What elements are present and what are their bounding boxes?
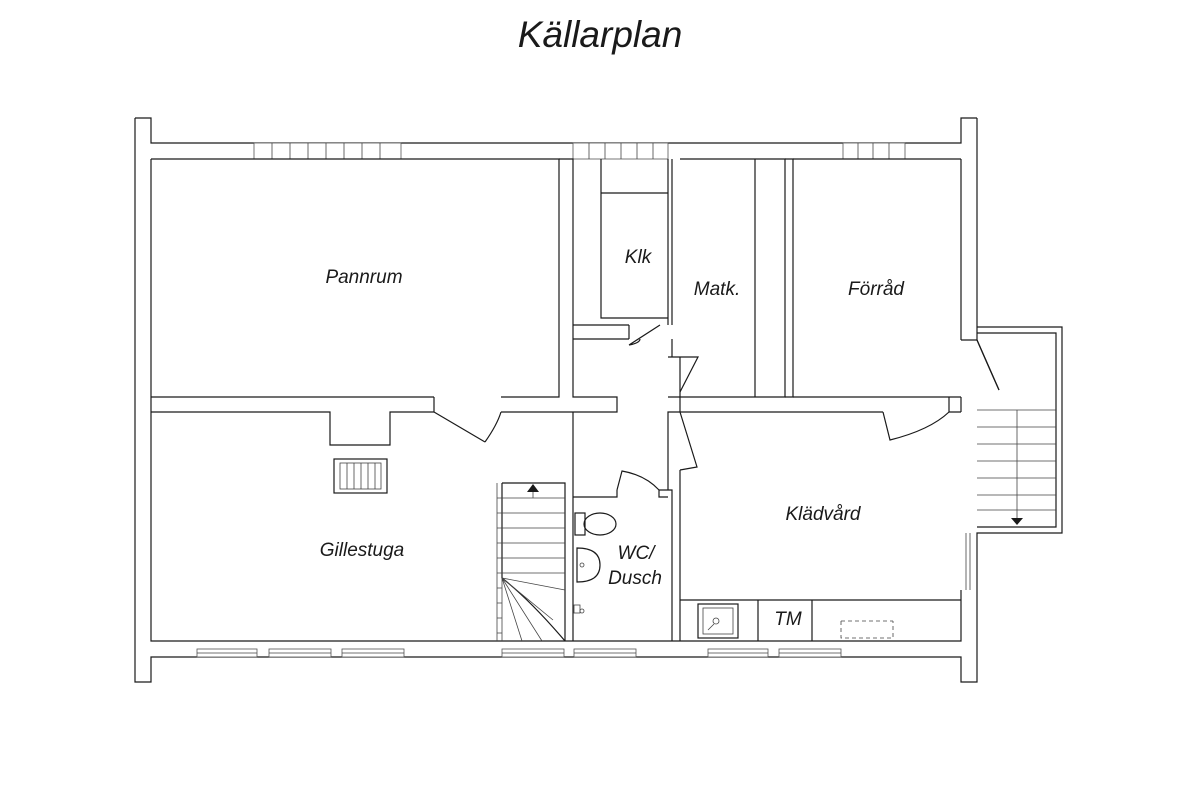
windows-bottom bbox=[196, 648, 842, 658]
label-kladvard: Klädvård bbox=[786, 504, 862, 525]
plan-title: Källarplan bbox=[518, 14, 683, 55]
label-klk: Klk bbox=[625, 247, 653, 268]
stair-up-arrow-icon bbox=[527, 484, 539, 492]
label-forrad: Förråd bbox=[848, 279, 905, 300]
toilet-icon bbox=[574, 512, 617, 536]
label-gillestuga: Gillestuga bbox=[320, 540, 405, 561]
drain-icon bbox=[707, 617, 720, 631]
label-wc-line1: WC/ bbox=[618, 543, 657, 564]
stair-down-arrow-icon bbox=[1011, 518, 1023, 525]
label-tm: TM bbox=[774, 609, 802, 630]
room-forrad bbox=[680, 158, 978, 441]
room-wc bbox=[572, 412, 618, 641]
room-pannrum bbox=[151, 158, 573, 446]
room-matk bbox=[668, 158, 794, 398]
central-walls bbox=[559, 158, 673, 413]
staircase-main bbox=[496, 482, 566, 642]
room-klk bbox=[600, 159, 668, 346]
sink-icon bbox=[576, 547, 601, 583]
shower-icon bbox=[573, 604, 585, 614]
room-labels: Pannrum Klk Matk. Förråd Gillestuga WC/ … bbox=[320, 247, 906, 630]
label-pannrum: Pannrum bbox=[325, 267, 402, 288]
label-wc-line2: Dusch bbox=[608, 568, 662, 589]
fireplace bbox=[333, 458, 388, 494]
staircase-exterior bbox=[965, 326, 1063, 590]
label-matk: Matk. bbox=[694, 279, 740, 300]
hall bbox=[616, 396, 698, 641]
room-kladvard bbox=[679, 470, 961, 641]
windows-top bbox=[253, 142, 906, 160]
outer-walls bbox=[134, 117, 978, 683]
